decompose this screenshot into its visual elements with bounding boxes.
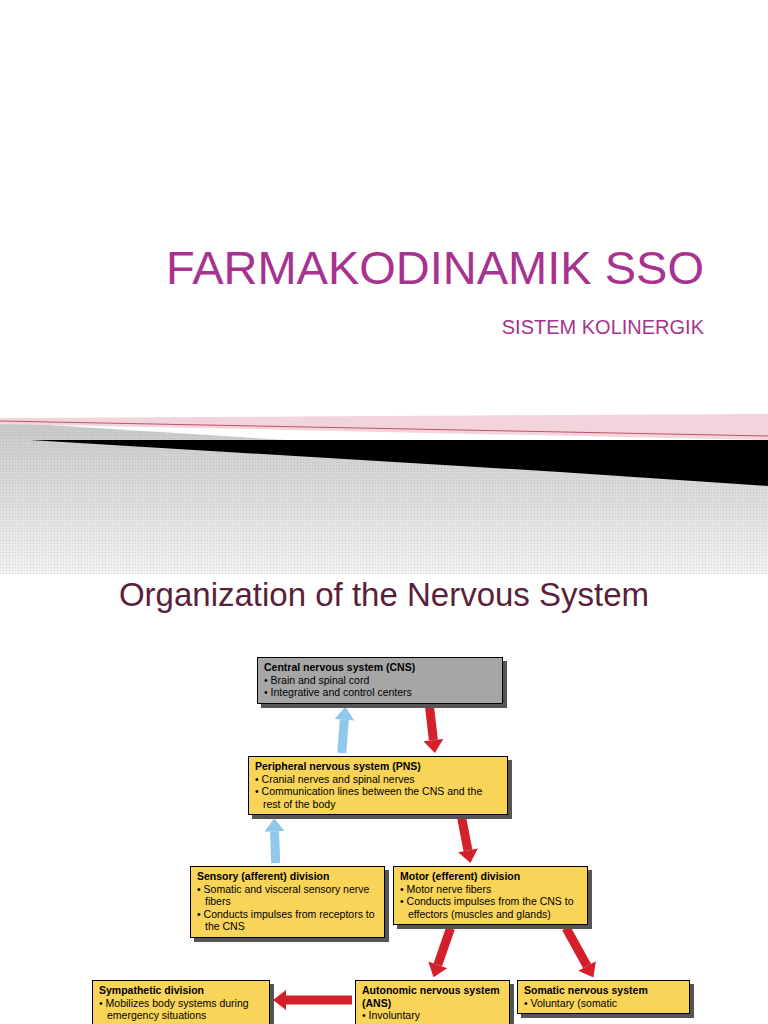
arrow-shaft bbox=[430, 707, 434, 740]
sympathetic-box: Sympathetic division• Mobilizes body sys… bbox=[92, 980, 270, 1024]
motor-box: Motor (efferent) division• Motor nerve f… bbox=[393, 866, 588, 925]
box-heading: Central nervous system (CNS) bbox=[264, 661, 496, 674]
pns-box: Peripheral nervous system (PNS)• Cranial… bbox=[248, 756, 508, 815]
bullet-text: • Integrative and control centers bbox=[264, 686, 496, 699]
flow-arrow bbox=[273, 990, 352, 1010]
slide-title: FARMAKODINAMIK SSO bbox=[80, 240, 704, 295]
flow-arrow bbox=[265, 818, 285, 863]
flow-arrow bbox=[423, 707, 443, 753]
box-heading: Sensory (afferent) division bbox=[197, 870, 378, 883]
grey-band bbox=[0, 422, 768, 575]
box-heading: Autonomic nervous system (ANS) bbox=[362, 984, 503, 1009]
flow-arrow bbox=[566, 928, 596, 977]
flow-arrow bbox=[428, 928, 450, 977]
flow-arrow bbox=[334, 707, 354, 753]
pink-stripe bbox=[0, 414, 768, 440]
somatic-box: Somatic nervous system• Voluntary (somat… bbox=[517, 980, 690, 1014]
bullet-text: • Somatic and visceral sensory nerve fib… bbox=[197, 883, 378, 908]
bullet-text: • Cranial nerves and spinal nerves bbox=[255, 773, 501, 786]
arrow-shaft bbox=[566, 928, 587, 966]
arrow-shaft bbox=[438, 928, 451, 965]
arrow-head bbox=[428, 962, 447, 978]
bullet-text: • Involuntary bbox=[362, 1009, 503, 1022]
bullet-text: • Brain and spinal cord bbox=[264, 674, 496, 687]
arrow-shaft bbox=[462, 818, 468, 850]
bullet-text: • Mobilizes body systems during emergenc… bbox=[99, 997, 263, 1022]
slide-heading: Organization of the Nervous System bbox=[84, 575, 684, 615]
cns-box: Central nervous system (CNS)• Brain and … bbox=[257, 657, 503, 704]
bullet-text: • Conducts impulses from the CNS to effe… bbox=[400, 895, 581, 920]
arrow-head bbox=[458, 848, 478, 863]
arrow-shaft bbox=[286, 996, 352, 1005]
dot-texture bbox=[0, 422, 768, 575]
box-heading: Motor (efferent) division bbox=[400, 870, 581, 883]
arrow-head bbox=[334, 707, 354, 721]
slide-divider bbox=[0, 574, 768, 576]
black-wedge bbox=[30, 440, 768, 486]
red-line bbox=[0, 421, 768, 436]
arrow-head bbox=[265, 818, 285, 831]
arrow-head bbox=[273, 990, 286, 1010]
box-heading: Somatic nervous system bbox=[524, 984, 683, 997]
ans-box: Autonomic nervous system (ANS)• Involunt… bbox=[355, 980, 510, 1024]
bullet-text: • Motor nerve fibers bbox=[400, 883, 581, 896]
box-heading: Sympathetic division bbox=[99, 984, 263, 997]
arrow-shaft bbox=[275, 831, 276, 863]
bullet-text: • Voluntary (somatic bbox=[524, 997, 683, 1010]
box-heading: Peripheral nervous system (PNS) bbox=[255, 760, 501, 773]
bullet-text: • Communication lines between the CNS an… bbox=[255, 785, 501, 810]
bullet-text: • Conducts impulses from receptors to th… bbox=[197, 908, 378, 933]
arrow-head bbox=[578, 961, 595, 977]
sensory-box: Sensory (afferent) division• Somatic and… bbox=[190, 866, 385, 938]
slide-subtitle: SISTEM KOLINERGIK bbox=[300, 316, 704, 339]
flow-arrow bbox=[458, 818, 478, 863]
arrow-head bbox=[423, 739, 443, 753]
arrow-shaft bbox=[342, 720, 345, 753]
